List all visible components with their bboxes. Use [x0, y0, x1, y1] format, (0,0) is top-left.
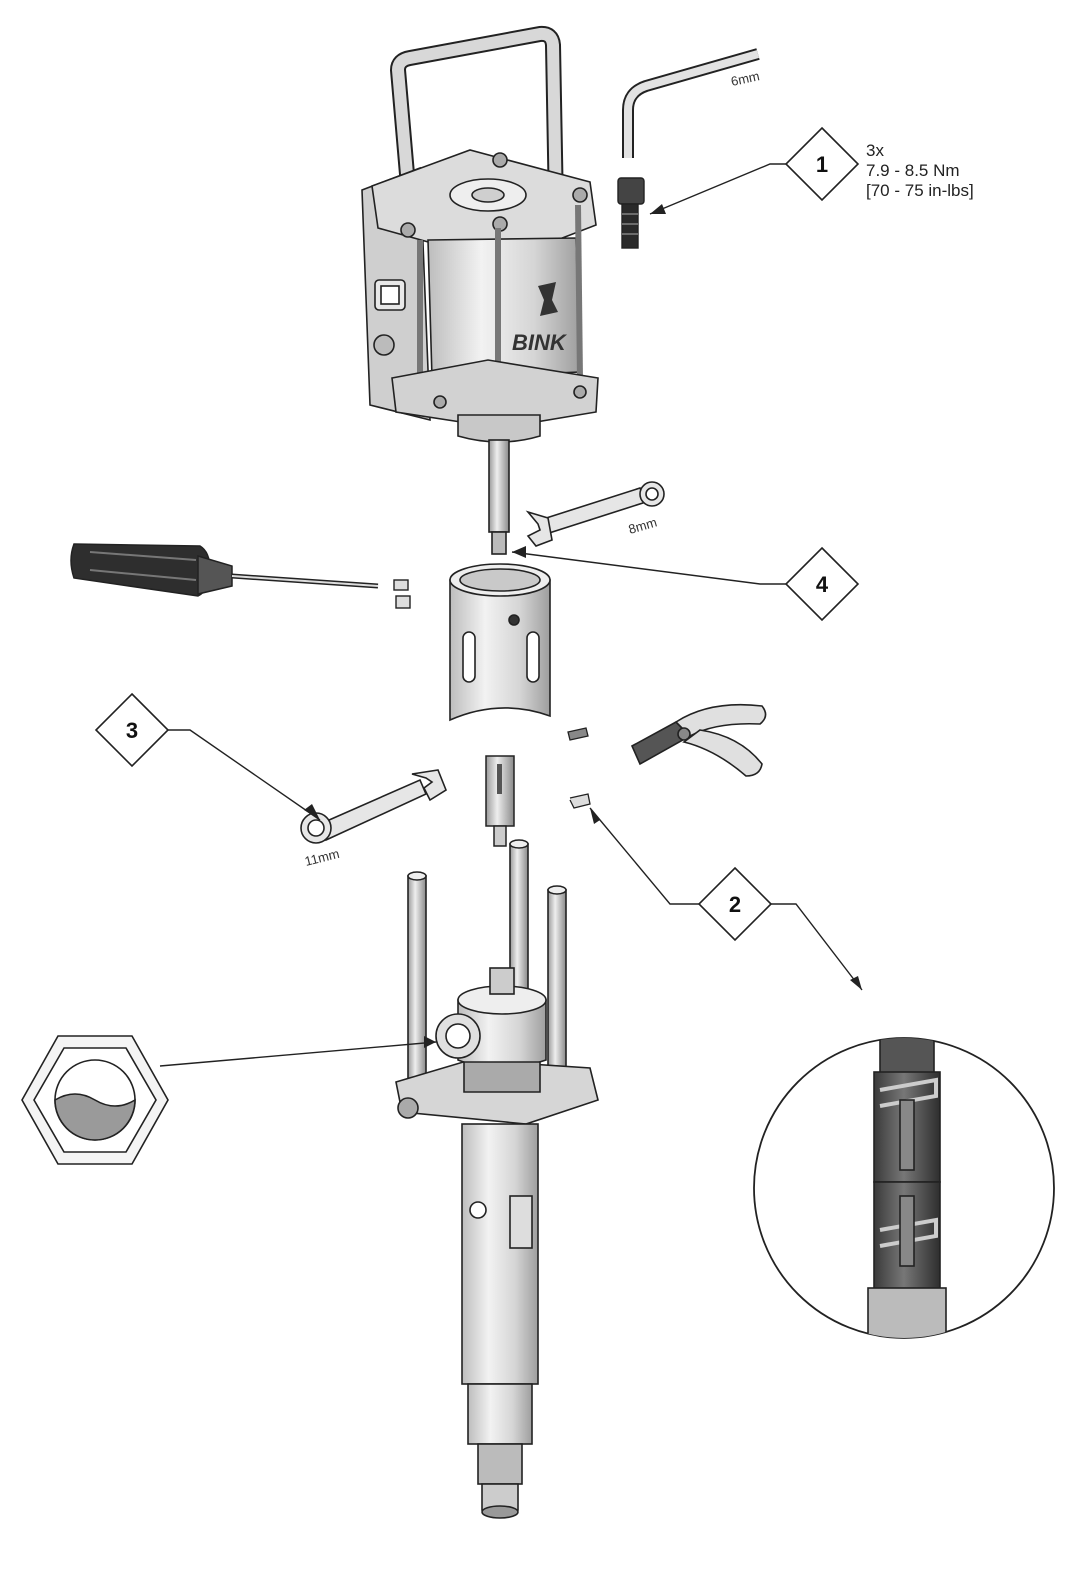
- leader-lines: [159, 163, 863, 1067]
- torque-spec: 3x 7.9 - 8.5 Nm [70 - 75 in-lbs]: [866, 141, 974, 200]
- coupling-sleeve: [449, 563, 551, 722]
- cap-screw-icon: [617, 177, 645, 249]
- torque-metric: 7.9 - 8.5 Nm: [866, 161, 960, 180]
- wrench-icon: [300, 769, 447, 844]
- callout-4: 4: [784, 546, 860, 622]
- svg-text:2: 2: [729, 892, 741, 917]
- torque-quantity: 3x: [866, 141, 884, 160]
- wrench-icon: [525, 481, 665, 547]
- svg-text:4: 4: [816, 572, 829, 597]
- callout-2: 2: [697, 866, 773, 942]
- pump-lower: [395, 839, 599, 1519]
- retaining-clip: [567, 727, 589, 741]
- brand-text: BINK: [512, 330, 568, 355]
- screwdriver-icon: [70, 543, 379, 597]
- air-motor: BINK: [361, 25, 599, 555]
- svg-text:3: 3: [126, 718, 138, 743]
- set-screw: [393, 579, 409, 591]
- brand-logo-icon: [538, 282, 558, 316]
- pliers-icon: [630, 703, 767, 777]
- torque-imperial: [70 - 75 in-lbs]: [866, 181, 974, 200]
- callout-3: 3: [94, 692, 170, 768]
- set-screw: [395, 595, 411, 609]
- hex-key-size: 6mm: [730, 68, 761, 89]
- retaining-clip: [569, 793, 591, 809]
- hex-key-icon: [622, 48, 760, 158]
- connecting-rod: [485, 755, 515, 847]
- callout-1: 1: [784, 126, 860, 202]
- wrench-large-size: 11mm: [303, 846, 341, 869]
- svg-text:1: 1: [816, 152, 828, 177]
- sight-glass-icon: [21, 1035, 169, 1165]
- clip-detail-view: [753, 1037, 1055, 1339]
- wrench-small-size: 8mm: [627, 515, 659, 537]
- leader-arrowheads: [304, 204, 862, 1048]
